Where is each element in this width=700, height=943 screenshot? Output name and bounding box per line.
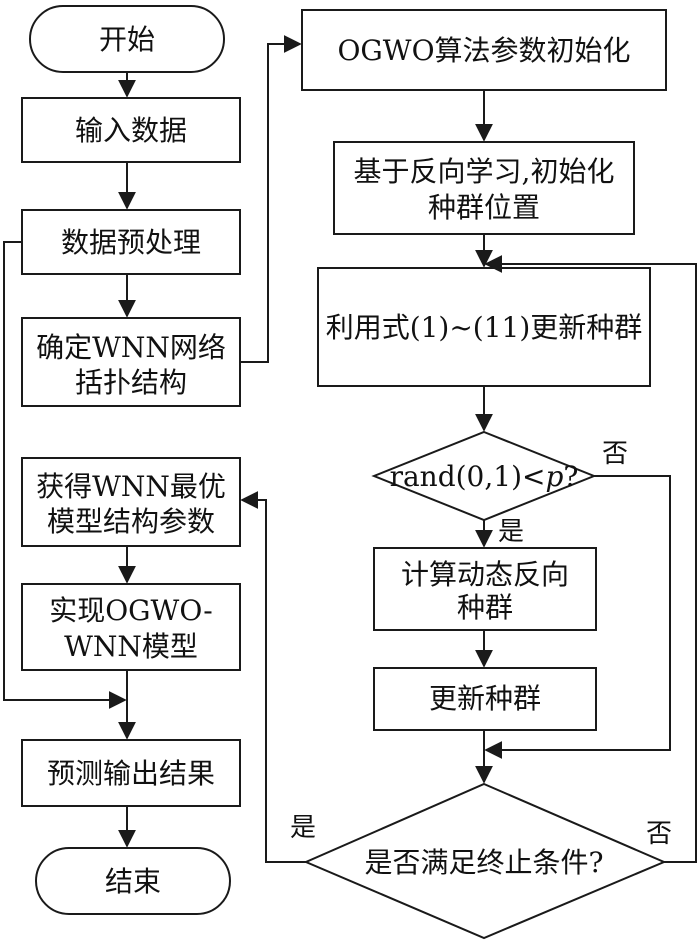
node-realize-line-2: WNN模型 (64, 630, 198, 663)
edge-label-end-no: 否 (646, 819, 672, 849)
node-start-label: 开始 (99, 23, 155, 56)
node-init-pos: 基于反向学习,初始化 种群位置 (333, 141, 635, 235)
node-end-label: 结束 (105, 865, 161, 898)
node-predict: 预测输出结果 (21, 739, 241, 807)
node-update-pop: 更新种群 (373, 667, 597, 731)
node-update-pop-label: 更新种群 (429, 682, 541, 715)
decision-rand-prefix: rand(0,1)< (390, 460, 546, 493)
node-dyn-opposite: 计算动态反向 种群 (373, 547, 597, 631)
node-init-pos-line-2: 种群位置 (428, 191, 540, 224)
edge-rand-no (484, 475, 671, 759)
node-start: 开始 (29, 5, 225, 73)
node-update-eq-label: 利用式(1)~(11)更新种群 (326, 311, 643, 344)
decision-rand-var: p (545, 460, 563, 493)
edge-label-rand-yes: 是 (498, 517, 524, 547)
edge-end-yes (240, 491, 306, 863)
node-decision-rand: rand(0,1)<p? (371, 430, 597, 522)
node-decision-rand-label: rand(0,1)<p? (390, 460, 579, 493)
node-decision-end: 是否满足终止条件? (303, 782, 667, 940)
edge-preprocess-bypass (3, 241, 127, 709)
node-init-params-label: OGWO算法参数初始化 (337, 34, 630, 67)
node-init-params: OGWO算法参数初始化 (301, 9, 667, 91)
node-topology-line-1: 确定WNN网络 (36, 331, 226, 364)
decision-rand-suffix: ? (563, 460, 578, 493)
node-dyn-opposite-line-1: 计算动态反向 (401, 558, 569, 591)
node-input-label: 输入数据 (75, 114, 187, 147)
edge-label-rand-no: 否 (602, 439, 628, 469)
node-decision-end-label: 是否满足终止条件? (364, 846, 603, 879)
node-input: 输入数据 (21, 97, 241, 163)
node-get-params-line-1: 获得WNN最优 (36, 470, 226, 503)
node-realize: 实现OGWO- WNN模型 (21, 583, 241, 671)
node-realize-line-1: 实现OGWO- (49, 594, 213, 627)
node-predict-label: 预测输出结果 (47, 757, 215, 790)
node-get-params-line-2: 模型结构参数 (47, 505, 215, 538)
node-end: 结束 (35, 847, 231, 915)
node-preprocess-label: 数据预处理 (61, 226, 201, 259)
node-preprocess: 数据预处理 (21, 209, 241, 275)
node-topology-line-2: 括扑结构 (75, 366, 187, 399)
node-init-pos-line-1: 基于反向学习,初始化 (354, 155, 615, 188)
node-update-eq: 利用式(1)~(11)更新种群 (317, 267, 651, 387)
node-topology: 确定WNN网络 括扑结构 (21, 317, 241, 407)
edge-topology-init (240, 35, 302, 363)
edge-label-end-yes: 是 (290, 813, 316, 843)
node-get-params: 获得WNN最优 模型结构参数 (21, 457, 241, 547)
node-dyn-opposite-line-2: 种群 (457, 591, 513, 624)
edge-end-no-loop (484, 255, 697, 863)
